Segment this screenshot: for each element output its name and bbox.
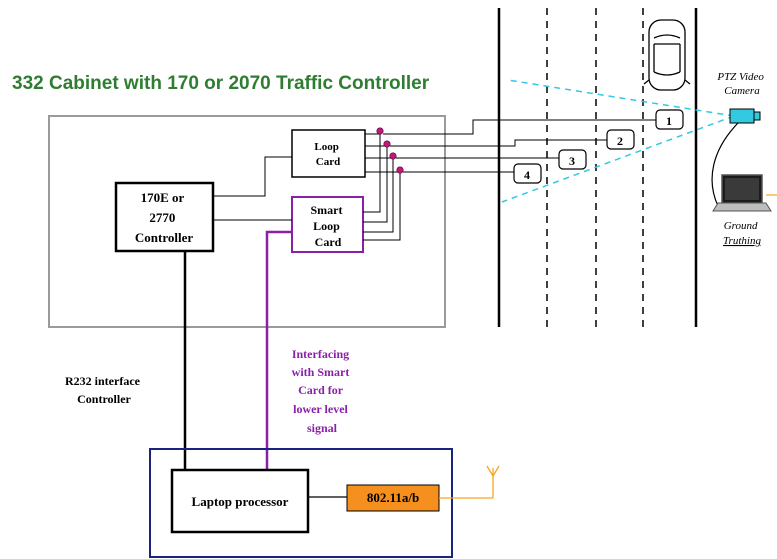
connector-dot (383, 140, 391, 148)
loop-card-line1: Loop (314, 141, 338, 153)
controller-label: 170E or 2770 Controller (135, 190, 193, 245)
camera-label-line2: Camera (724, 85, 760, 97)
loop-card-box (291, 129, 366, 178)
loop-card-label: Loop Card (314, 141, 341, 168)
smart-loop-card-line2: Loop (313, 219, 340, 233)
r232-label: R232 interface Controller (65, 374, 143, 406)
laptop-processor-box (170, 468, 310, 534)
smart-card-cable (265, 230, 292, 470)
loop-number-2: 2 (617, 134, 623, 148)
camera-label: PTZ Video Camera (716, 71, 766, 97)
laptop-processor-label: Laptop processor (192, 494, 289, 509)
loop-box-2 (606, 129, 635, 150)
interfacing-label-line3: Card for (298, 383, 344, 397)
antenna-icon (439, 465, 500, 499)
detector-loops: 1 2 3 4 (513, 109, 684, 184)
connector-dot (396, 166, 404, 174)
wireless-box (346, 484, 440, 512)
loop-box-3 (558, 149, 587, 170)
interfacing-label-line4: lower level (293, 402, 348, 416)
car-icon (643, 19, 691, 91)
ground-truthing-line2: Truthing (723, 235, 761, 247)
ground-truthing-line1: Ground (724, 220, 758, 232)
camera-field-of-view (501, 79, 735, 203)
loop-box-1 (655, 109, 684, 130)
controller-label-line3: Controller (135, 230, 193, 245)
ground-truthing-label: Ground Truthing (723, 220, 761, 247)
controller-box (114, 181, 215, 253)
controller-card-wiring (213, 156, 292, 221)
loop-card-line2: Card (316, 156, 340, 168)
cabinet-outline (48, 115, 446, 328)
interfacing-label: Interfacing with Smart Card for lower le… (292, 347, 353, 435)
r232-label-line1: R232 interface (65, 374, 141, 388)
camera-laptop-cable (711, 122, 739, 207)
smart-card-outputs (363, 134, 401, 241)
diagram-title: 332 Cabinet with 170 or 2070 Traffic Con… (12, 73, 430, 94)
controller-label-line2: 2770 (149, 210, 175, 225)
loop-number-1: 1 (666, 114, 672, 128)
loop-number-4: 4 (524, 168, 530, 182)
connector-dot (376, 127, 384, 135)
smart-loop-card-label: Smart Loop Card (311, 203, 346, 249)
laptop-enclosure (149, 448, 453, 558)
controller-label-line1: 170E or (141, 190, 185, 205)
smart-loop-card-line3: Card (315, 235, 342, 249)
connector-dot (389, 152, 397, 160)
camera-icon (729, 108, 761, 124)
wireless-label: 802.11a/b (367, 490, 419, 505)
connector-dots (376, 127, 404, 174)
interfacing-label-line2: with Smart (292, 365, 350, 379)
smart-loop-card-box (291, 196, 364, 253)
r232-label-line2: Controller (77, 392, 131, 406)
loop-box-4 (513, 163, 542, 184)
laptop-icon (712, 174, 772, 212)
loop-card-outputs (365, 133, 400, 173)
loop-lead-wires (383, 119, 656, 173)
smart-loop-card-line1: Smart (311, 203, 343, 217)
loop-number-3: 3 (569, 154, 575, 168)
road (497, 8, 698, 327)
interfacing-label-line5: signal (307, 421, 338, 435)
interfacing-label-line1: Interfacing (292, 347, 349, 361)
camera-label-line1: PTZ Video (716, 71, 764, 83)
